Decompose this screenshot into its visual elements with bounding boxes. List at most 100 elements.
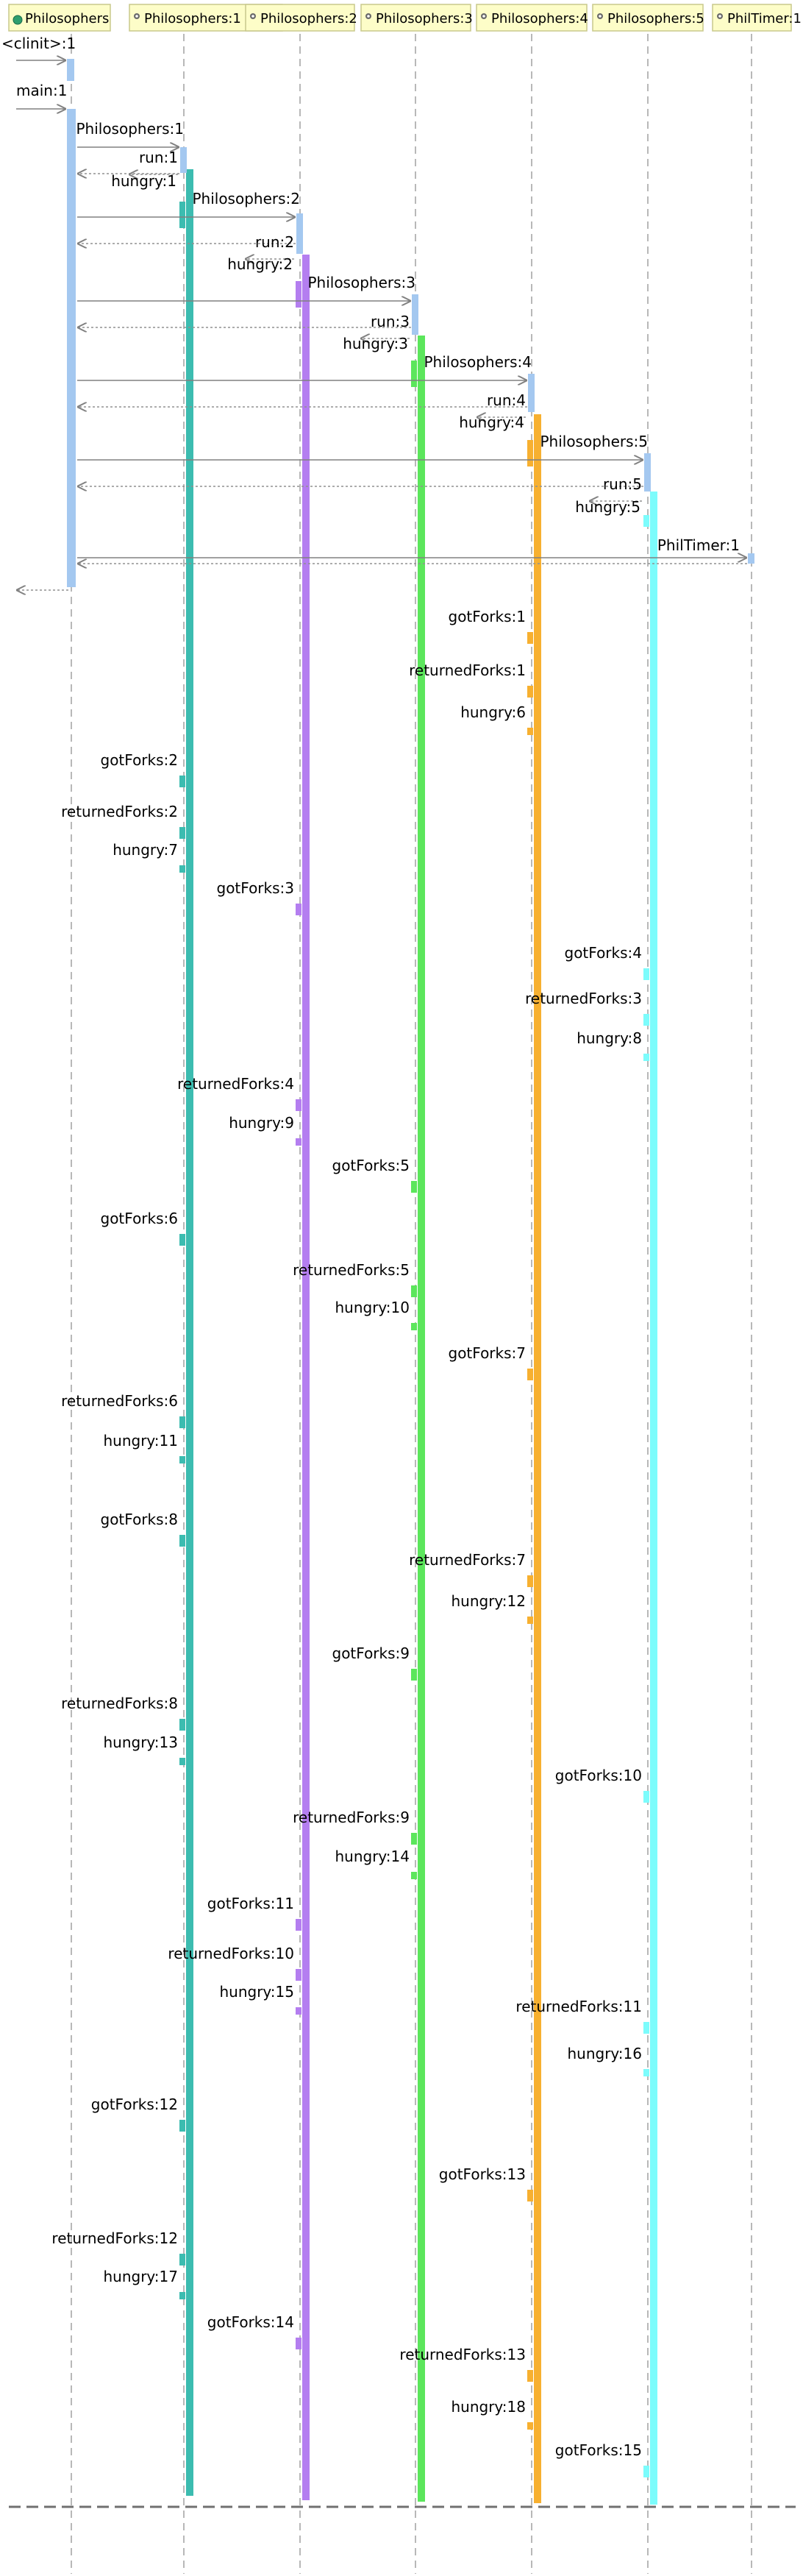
participant-box-3[interactable] (360, 4, 471, 32)
self-activation-18 (179, 1456, 185, 1463)
message-label-philtimer: PhilTimer:1 (657, 536, 740, 554)
self-activation-33 (179, 2120, 185, 2132)
participant-header-2[interactable]: Philosophers:2 (245, 4, 357, 32)
message-label-constructor-1: Philosophers:1 (76, 120, 184, 138)
participant-label-0: Philosophers (25, 11, 109, 26)
message-label-hungry-4: hungry:4 (459, 414, 524, 431)
hungry-activation-3 (411, 361, 417, 387)
participant-box-2[interactable] (245, 4, 355, 32)
self-message-label-28: gotForks:11 (207, 1895, 294, 1912)
self-activation-27 (411, 1872, 417, 1879)
self-message-label-32: hungry:16 (567, 2045, 642, 2062)
self-activation-16 (527, 1369, 533, 1380)
self-message-label-25: gotForks:10 (555, 1767, 642, 1784)
self-message-label-7: gotForks:4 (565, 944, 643, 962)
self-activation-13 (179, 1234, 185, 1246)
message-label-run-2: run:2 (255, 233, 294, 251)
participant-box-5[interactable] (592, 4, 704, 32)
activation-bar-clinit (67, 59, 74, 81)
self-activation-31 (643, 2022, 649, 2034)
self-activation-10 (296, 1099, 301, 1111)
self-message-label-5: hungry:7 (113, 841, 178, 859)
activation-bar-3 (418, 336, 425, 2502)
self-activation-15 (411, 1323, 417, 1330)
self-message-label-15: hungry:10 (335, 1299, 410, 1316)
self-message-label-10: returnedForks:4 (177, 1075, 294, 1093)
self-activation-29 (296, 1969, 301, 1981)
activation-bar-2 (302, 255, 310, 2500)
self-message-label-31: returnedForks:11 (515, 1998, 642, 2015)
self-message-label-22: gotForks:9 (332, 1644, 410, 1662)
self-activation-6 (296, 904, 301, 915)
self-activation-1 (527, 686, 533, 698)
object-icon-inner (599, 15, 602, 18)
message-label-hungry-3: hungry:3 (343, 335, 408, 352)
participant-header-3[interactable]: Philosophers:3 (360, 4, 473, 32)
self-message-label-13: gotForks:6 (101, 1210, 179, 1227)
self-activation-0 (527, 632, 533, 644)
message-label-clinit: <clinit>:1 (1, 35, 76, 52)
self-activation-36 (179, 2292, 185, 2299)
message-label-run-4: run:4 (487, 391, 526, 409)
participant-box-4[interactable] (476, 4, 588, 32)
participant-label-6: PhilTimer:1 (727, 11, 802, 26)
self-activation-2 (527, 728, 533, 735)
self-message-label-26: returnedForks:9 (293, 1809, 410, 1826)
participant-header-0[interactable]: Philosophers (8, 4, 111, 32)
participant-label-2: Philosophers:2 (260, 11, 357, 26)
hungry-activation-5 (643, 515, 649, 527)
participant-box-6[interactable] (712, 4, 792, 32)
self-message-label-0: gotForks:1 (449, 608, 527, 625)
message-label-constructor-5: Philosophers:5 (540, 433, 648, 450)
self-activation-4 (179, 827, 185, 839)
self-activation-22 (411, 1669, 417, 1681)
activation-bar-1 (186, 169, 193, 2496)
self-message-label-21: hungry:12 (451, 1592, 526, 1610)
self-message-label-24: hungry:13 (103, 1734, 178, 1751)
message-label-hungry-1: hungry:1 (111, 172, 176, 190)
self-message-label-9: hungry:8 (577, 1029, 642, 1047)
message-label-hungry-5: hungry:5 (575, 498, 640, 516)
self-message-label-2: hungry:6 (460, 703, 526, 721)
self-activation-34 (527, 2190, 533, 2201)
self-message-label-1: returnedForks:1 (409, 661, 526, 679)
self-activation-28 (296, 1919, 301, 1931)
participant-header-5[interactable]: Philosophers:5 (592, 4, 704, 32)
self-message-label-23: returnedForks:8 (61, 1695, 178, 1712)
constructor-activation-4 (528, 374, 535, 412)
constructor-activation-1 (180, 147, 187, 173)
message-label-main: main:1 (16, 82, 67, 99)
activation-bar-5 (650, 492, 657, 2505)
self-message-label-14: returnedForks:5 (293, 1261, 410, 1279)
self-activation-19 (179, 1535, 185, 1547)
self-activation-40 (643, 2466, 649, 2477)
self-message-label-37: gotForks:14 (207, 2313, 294, 2331)
self-activation-7 (643, 968, 649, 980)
constructor-activation-3 (412, 294, 418, 335)
class-icon (13, 15, 23, 25)
self-activation-9 (643, 1054, 649, 1061)
participant-header-4[interactable]: Philosophers:4 (476, 4, 588, 32)
participant-label-5: Philosophers:5 (607, 11, 704, 26)
message-label-hungry-2: hungry:2 (227, 255, 293, 273)
self-activation-32 (643, 2069, 649, 2076)
self-activation-11 (296, 1138, 301, 1146)
participant-box-0[interactable] (8, 4, 111, 32)
participant-label-3: Philosophers:3 (376, 11, 473, 26)
message-label-constructor-4: Philosophers:4 (424, 353, 532, 371)
activation-bar-4 (534, 414, 541, 2503)
messages-group: <clinit>:1main:1Philosophers:1run:1hungr… (1, 35, 747, 2459)
participant-header-6[interactable]: PhilTimer:1 (712, 4, 802, 32)
message-label-constructor-2: Philosophers:2 (192, 190, 300, 207)
self-message-label-19: gotForks:8 (101, 1511, 179, 1528)
self-message-label-17: returnedForks:6 (61, 1392, 178, 1410)
self-message-label-11: hungry:9 (229, 1114, 294, 1132)
self-message-label-6: gotForks:3 (217, 879, 295, 897)
constructor-activation-5 (644, 453, 651, 492)
self-activation-24 (179, 1758, 185, 1765)
participant-label-4: Philosophers:4 (491, 11, 588, 26)
activation-bar-main (67, 109, 76, 587)
hungry-activation-4 (527, 440, 533, 466)
object-icon-inner (251, 15, 254, 18)
